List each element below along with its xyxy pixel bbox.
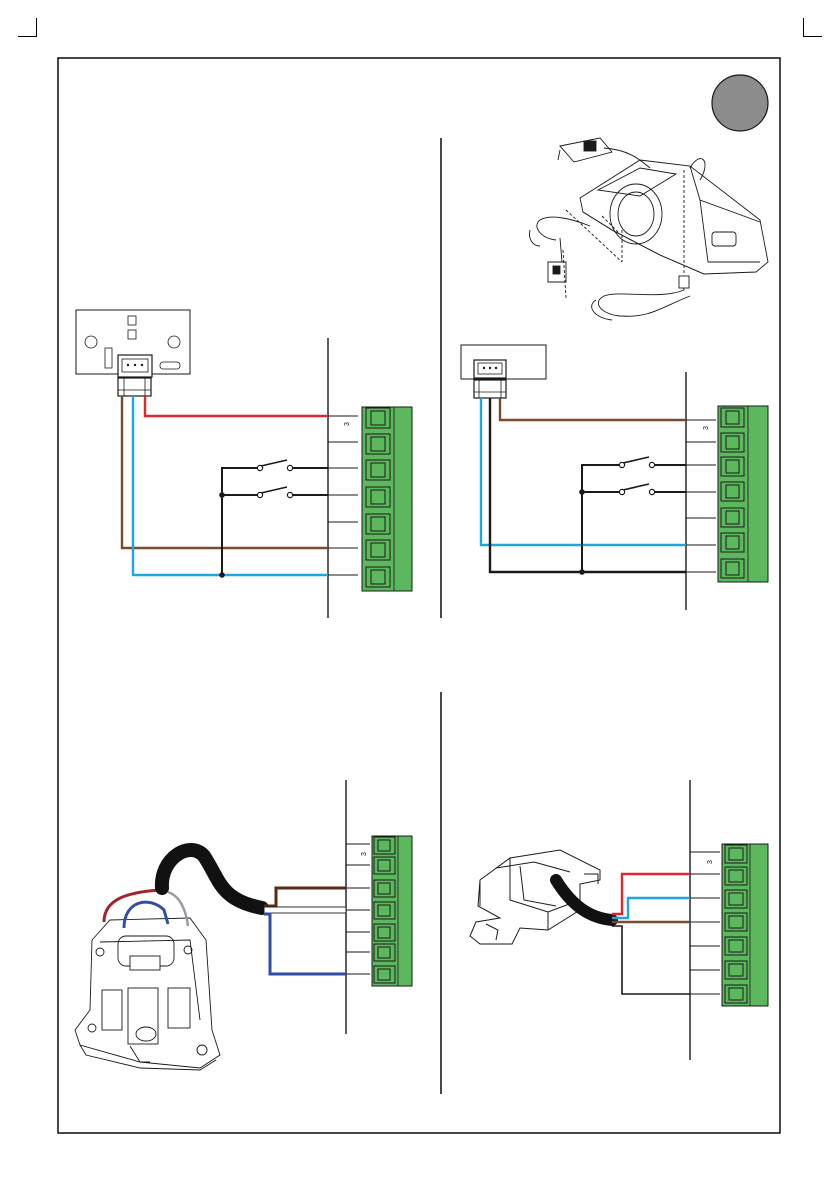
wire-dark-brown xyxy=(264,888,346,906)
terminal-ticks xyxy=(690,852,720,994)
junction-dot xyxy=(579,489,585,495)
terminal-ticks xyxy=(686,420,716,572)
wire-brown xyxy=(500,398,686,420)
section-badge xyxy=(712,75,768,131)
wire-white xyxy=(264,907,346,913)
panel-top-left: 3 xyxy=(76,310,412,618)
terminal-mark: 3 xyxy=(361,852,368,856)
panel-bottom-left: 3 xyxy=(75,780,412,1070)
motor-unit-illustration xyxy=(75,918,220,1070)
panel-top-right: 3 xyxy=(461,138,768,610)
wire-dark-blue xyxy=(264,914,346,974)
wire-black xyxy=(612,926,690,994)
terminal-mark: 3 xyxy=(703,426,710,430)
wire-plug xyxy=(118,378,151,396)
terminal-block xyxy=(372,836,412,986)
wire-brown xyxy=(122,396,328,548)
switch-common xyxy=(582,465,620,572)
junction-dot xyxy=(219,492,225,498)
terminal-block xyxy=(362,407,412,591)
wire-red xyxy=(612,874,690,914)
junction-dot xyxy=(579,569,585,575)
wire-light-blue xyxy=(612,898,690,918)
panel-bottom-right: 3 xyxy=(470,780,768,1060)
terminal-block xyxy=(722,844,768,1006)
terminal-mark: 3 xyxy=(344,422,351,426)
switch-contact-2 xyxy=(261,487,287,493)
sensor-module-illustration xyxy=(470,850,600,944)
switch-contact-1 xyxy=(261,460,287,466)
terminal-mark: 3 xyxy=(707,860,714,864)
terminal-ticks xyxy=(328,416,358,575)
switch-contact-2 xyxy=(623,484,649,490)
switch-contact-1 xyxy=(623,457,649,463)
device-housing-illustration xyxy=(529,138,768,320)
terminal-ticks xyxy=(346,844,370,974)
switch-common xyxy=(222,468,258,575)
terminal-block xyxy=(718,406,768,582)
wire-red xyxy=(145,396,328,416)
junction-dot xyxy=(219,572,225,578)
